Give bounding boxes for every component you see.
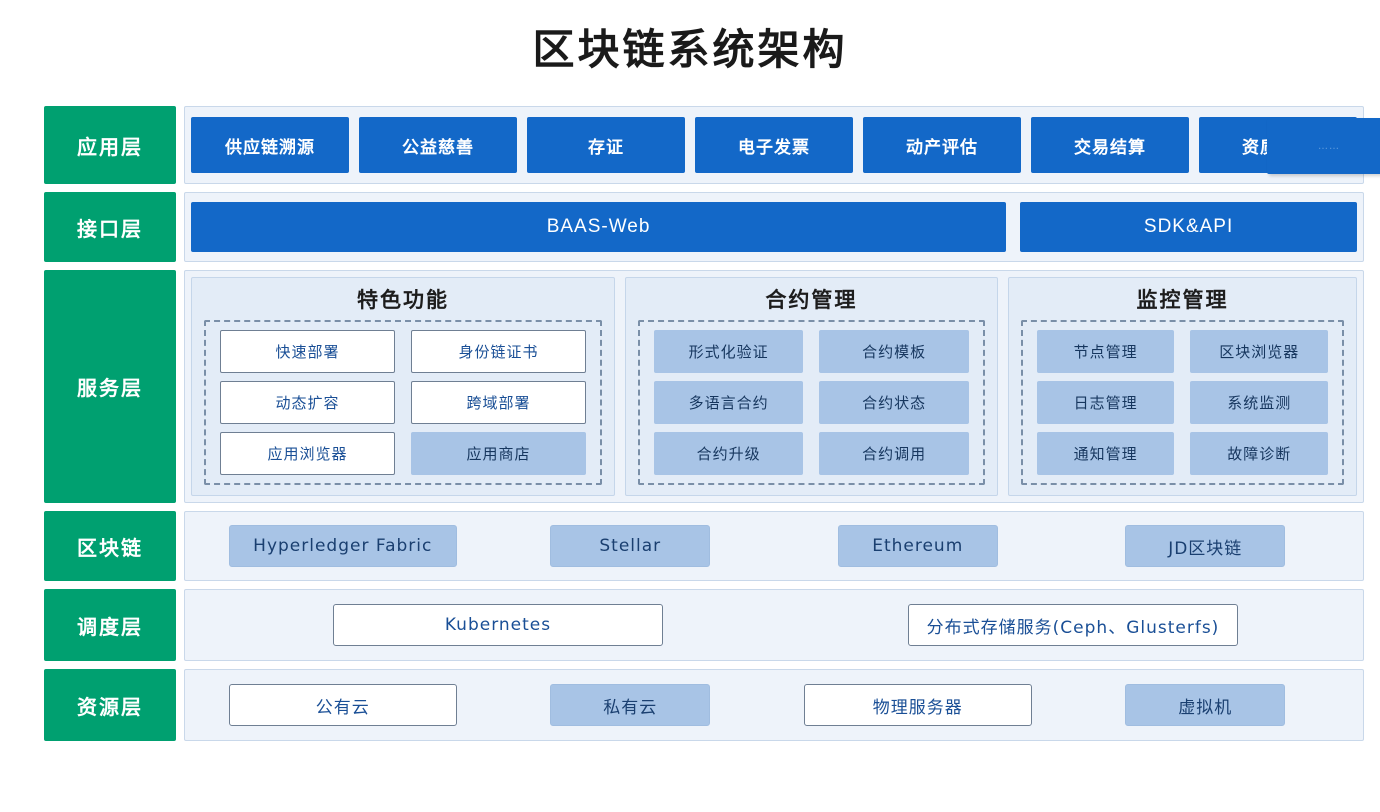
layer-label-scheduling: 调度层 xyxy=(44,589,176,661)
layer-row-scheduling: 调度层 Kubernetes 分布式存储服务(Ceph、Glusterfs) xyxy=(44,589,1364,661)
app-item-overflow[interactable]: …… xyxy=(1267,118,1380,174)
service-item-app-store[interactable]: 应用商店 xyxy=(410,432,586,475)
blockchain-item-stellar[interactable]: Stellar xyxy=(550,525,711,567)
resource-item-private-cloud[interactable]: 私有云 xyxy=(550,684,711,726)
service-item-block-explorer[interactable]: 区块浏览器 xyxy=(1190,330,1329,373)
service-item-log-management[interactable]: 日志管理 xyxy=(1036,381,1175,424)
app-item-settlement[interactable]: 交易结算 xyxy=(1031,117,1189,173)
interface-layer-panel: BAAS-Web SDK&API xyxy=(184,192,1364,262)
service-layer-panel: 特色功能 快速部署 身份链证书 动态扩容 跨域部署 应用浏览器 应用商店 合约管… xyxy=(184,270,1364,503)
service-group-monitoring: 监控管理 节点管理 区块浏览器 日志管理 系统监测 通知管理 故障诊断 xyxy=(1007,277,1358,496)
service-item-identity-cert[interactable]: 身份链证书 xyxy=(410,330,586,373)
service-item-contract-upgrade[interactable]: 合约升级 xyxy=(653,432,804,475)
layer-label-interface: 接口层 xyxy=(44,192,176,262)
service-group-title-contract: 合约管理 xyxy=(765,288,858,312)
app-item-e-invoice[interactable]: 电子发票 xyxy=(695,117,853,173)
service-group-contract: 合约管理 形式化验证 合约模板 多语言合约 合约状态 合约升级 合约调用 xyxy=(624,277,998,496)
service-item-node-management[interactable]: 节点管理 xyxy=(1036,330,1175,373)
blockchain-items: Hyperledger Fabric Stellar Ethereum JD区块… xyxy=(185,512,1363,580)
resource-cell-4: 虚拟机 xyxy=(1062,684,1350,726)
app-item-evidence[interactable]: 存证 xyxy=(527,117,685,173)
application-items: 供应链溯源 公益慈善 存证 电子发票 动产评估 交易结算 资质备案 xyxy=(185,107,1363,183)
page-title: 区块链系统架构 xyxy=(532,25,848,74)
resource-item-virtual-machine[interactable]: 虚拟机 xyxy=(1125,684,1286,726)
resource-item-public-cloud[interactable]: 公有云 xyxy=(228,684,457,726)
layer-row-interface: 接口层 BAAS-Web SDK&API xyxy=(44,192,1364,262)
service-item-multilang-contract[interactable]: 多语言合约 xyxy=(653,381,804,424)
layer-row-service: 服务层 特色功能 快速部署 身份链证书 动态扩容 跨域部署 应用浏览器 应用商店… xyxy=(44,270,1364,503)
layer-label-resource: 资源层 xyxy=(44,669,176,741)
service-item-fault-diagnosis[interactable]: 故障诊断 xyxy=(1190,432,1329,475)
app-item-overflow-label: …… xyxy=(1318,140,1340,152)
application-layer-panel: 供应链溯源 公益慈善 存证 电子发票 动产评估 交易结算 资质备案 …… xyxy=(184,106,1380,184)
app-item-movable-assets[interactable]: 动产评估 xyxy=(863,117,1021,173)
blockchain-cell-2: Stellar xyxy=(487,525,775,567)
service-groups: 特色功能 快速部署 身份链证书 动态扩容 跨域部署 应用浏览器 应用商店 合约管… xyxy=(185,271,1363,502)
blockchain-cell-1: Hyperledger Fabric xyxy=(199,525,487,567)
service-group-items-features: 快速部署 身份链证书 动态扩容 跨域部署 应用浏览器 应用商店 xyxy=(204,320,602,485)
service-item-contract-state[interactable]: 合约状态 xyxy=(819,381,969,424)
interface-item-sdk-api[interactable]: SDK&API xyxy=(1020,202,1357,252)
service-item-contract-template[interactable]: 合约模板 xyxy=(819,330,969,373)
scheduling-cell-1: Kubernetes xyxy=(199,604,797,646)
blockchain-item-hyperledger-fabric[interactable]: Hyperledger Fabric xyxy=(228,525,457,567)
service-item-notification-management[interactable]: 通知管理 xyxy=(1036,432,1175,475)
resource-item-physical-server[interactable]: 物理服务器 xyxy=(803,684,1032,726)
blockchain-item-jd-blockchain[interactable]: JD区块链 xyxy=(1125,525,1286,567)
layer-row-resource: 资源层 公有云 私有云 物理服务器 虚拟机 xyxy=(44,669,1364,741)
resource-cell-2: 私有云 xyxy=(487,684,775,726)
app-item-supply-chain[interactable]: 供应链溯源 xyxy=(191,117,349,173)
layer-label-service: 服务层 xyxy=(44,270,176,503)
scheduling-layer-panel: Kubernetes 分布式存储服务(Ceph、Glusterfs) xyxy=(184,589,1364,661)
layer-label-blockchain: 区块链 xyxy=(44,511,176,581)
blockchain-cell-3: Ethereum xyxy=(774,525,1062,567)
resource-layer-panel: 公有云 私有云 物理服务器 虚拟机 xyxy=(184,669,1364,741)
blockchain-layer-panel: Hyperledger Fabric Stellar Ethereum JD区块… xyxy=(184,511,1364,581)
resource-cell-1: 公有云 xyxy=(199,684,487,726)
service-item-app-browser[interactable]: 应用浏览器 xyxy=(220,432,395,475)
layer-row-blockchain: 区块链 Hyperledger Fabric Stellar Ethereum … xyxy=(44,511,1364,581)
scheduling-cell-2: 分布式存储服务(Ceph、Glusterfs) xyxy=(797,604,1349,646)
scheduling-items: Kubernetes 分布式存储服务(Ceph、Glusterfs) xyxy=(185,590,1363,660)
service-group-items-monitoring: 节点管理 区块浏览器 日志管理 系统监测 通知管理 故障诊断 xyxy=(1020,320,1345,485)
service-item-fast-deploy[interactable]: 快速部署 xyxy=(220,330,395,373)
blockchain-cell-4: JD区块链 xyxy=(1062,525,1350,567)
service-group-items-contract: 形式化验证 合约模板 多语言合约 合约状态 合约升级 合约调用 xyxy=(637,320,985,485)
blockchain-item-ethereum[interactable]: Ethereum xyxy=(837,525,998,567)
service-item-dynamic-scaling[interactable]: 动态扩容 xyxy=(220,381,395,424)
interface-item-baas-web[interactable]: BAAS-Web xyxy=(191,202,1007,252)
interface-items: BAAS-Web SDK&API xyxy=(185,193,1363,261)
scheduling-item-kubernetes[interactable]: Kubernetes xyxy=(333,604,663,646)
layer-row-application: 应用层 供应链溯源 公益慈善 存证 电子发票 动产评估 交易结算 资质备案 …… xyxy=(44,106,1380,184)
service-item-cross-domain-deploy[interactable]: 跨域部署 xyxy=(410,381,586,424)
app-item-charity[interactable]: 公益慈善 xyxy=(359,117,517,173)
layer-label-application: 应用层 xyxy=(44,106,176,184)
resource-items: 公有云 私有云 物理服务器 虚拟机 xyxy=(185,670,1363,740)
service-item-contract-invoke[interactable]: 合约调用 xyxy=(819,432,969,475)
service-item-formal-verification[interactable]: 形式化验证 xyxy=(653,330,804,373)
service-group-features: 特色功能 快速部署 身份链证书 动态扩容 跨域部署 应用浏览器 应用商店 xyxy=(191,277,615,496)
resource-cell-3: 物理服务器 xyxy=(774,684,1062,726)
architecture-diagram: 应用层 供应链溯源 公益慈善 存证 电子发票 动产评估 交易结算 资质备案 ……… xyxy=(44,106,1380,749)
service-item-system-monitoring[interactable]: 系统监测 xyxy=(1190,381,1329,424)
service-group-title-monitoring: 监控管理 xyxy=(1136,288,1229,312)
service-group-title-features: 特色功能 xyxy=(356,288,449,312)
scheduling-item-distributed-storage[interactable]: 分布式存储服务(Ceph、Glusterfs) xyxy=(907,604,1239,646)
